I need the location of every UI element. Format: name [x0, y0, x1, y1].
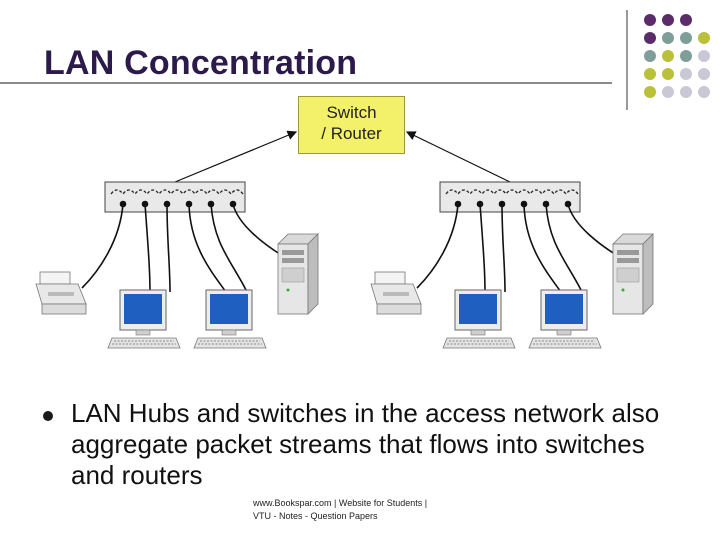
switch-router-box: Switch / Router [298, 96, 405, 154]
hub-icon [439, 181, 581, 213]
footer-line1: www.Bookspar.com | Website for Students … [253, 498, 428, 508]
monitor-icon [193, 289, 267, 349]
tower-computer-icon [612, 233, 654, 315]
slide-title: LAN Concentration [44, 44, 358, 82]
header-vertical-divider [626, 10, 628, 110]
tower-computer-icon [277, 233, 319, 315]
router-label-line1: Switch [326, 103, 377, 122]
hub-icon [104, 181, 246, 213]
monitor-icon [442, 289, 516, 349]
right-hub-cables [416, 203, 619, 293]
monitor-icon [107, 289, 181, 349]
left-hub-cables [81, 203, 284, 293]
footer-credit: www.Bookspar.com | Website for Students … [253, 497, 427, 523]
router-label-line2: / Router [321, 124, 382, 143]
bullet-text: LAN Hubs and switches in the access netw… [71, 398, 660, 490]
monitor-icon [528, 289, 602, 349]
footer-line2: VTU - Notes - Question Papers [253, 511, 378, 521]
printer-icon [370, 271, 422, 315]
decorative-dot-grid [644, 14, 710, 98]
printer-icon [35, 271, 87, 315]
arrow-left-hub-to-router [174, 130, 298, 183]
arrow-right-hub-to-router [405, 131, 511, 183]
bullet-marker [43, 411, 53, 421]
header-horizontal-divider [0, 82, 612, 84]
